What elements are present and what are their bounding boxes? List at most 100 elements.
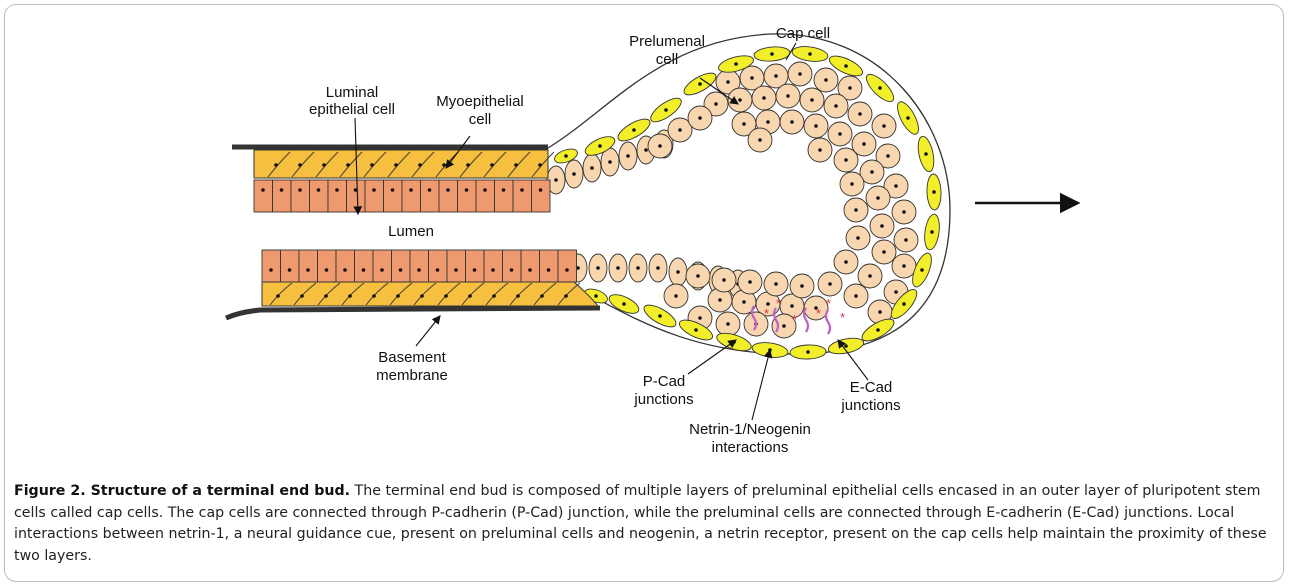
luminal-nucleus-top	[446, 188, 450, 192]
prelumenal-nucleus	[838, 132, 842, 136]
prelumenal-nucleus	[718, 298, 722, 302]
basement-leader	[416, 316, 440, 346]
luminal-cell-top	[476, 180, 495, 212]
prelumenal-nucleus	[894, 290, 898, 294]
prelumenal-nucleus	[810, 98, 814, 102]
cap-nucleus	[698, 82, 702, 86]
myoepithelial-nucleus-top	[538, 163, 542, 167]
prelumenal-nucleus	[904, 238, 908, 242]
duct-top-group	[254, 150, 554, 212]
cap-nucleus	[924, 152, 928, 156]
prelumenal-nucleus	[862, 142, 866, 146]
luminal-nucleus-bottom	[343, 268, 347, 272]
duct-bottom-group	[262, 250, 598, 306]
luminal-nucleus-top	[298, 188, 302, 192]
cap-nucleus	[598, 144, 602, 148]
prelumenal-nucleus	[726, 322, 730, 326]
luminal-cell-bottom	[299, 250, 318, 282]
luminal-nucleus-bottom	[325, 268, 329, 272]
prelumenal-nucleus	[902, 264, 906, 268]
prelumenal-nucleus	[790, 304, 794, 308]
label-myo-2: cell	[469, 111, 492, 128]
prelumenal-nucleus	[608, 160, 612, 164]
cap-nucleus	[564, 154, 568, 158]
cap-nucleus	[594, 294, 598, 298]
ecad-junction-marker: *	[792, 312, 797, 327]
label-myo-1: Myoepithelial	[436, 93, 524, 110]
luminal-nucleus-bottom	[269, 268, 273, 272]
prelumenal-nucleus	[848, 86, 852, 90]
luminal-nucleus-top	[465, 188, 469, 192]
myoepithelial-nucleus-bottom	[276, 294, 280, 298]
prelumenal-nucleus	[800, 284, 804, 288]
cap-nucleus	[844, 64, 848, 68]
luminal-cell-top	[273, 180, 292, 212]
prelumenal-nucleus	[894, 184, 898, 188]
luminal-nucleus-top	[428, 188, 432, 192]
prelumenal-nucleus	[636, 266, 640, 270]
prelumenal-nucleus	[882, 250, 886, 254]
cap-nucleus	[930, 230, 934, 234]
luminal-nucleus-top	[317, 188, 321, 192]
myoepithelial-nucleus-bottom	[564, 294, 568, 298]
prelumenal-nucleus	[572, 172, 576, 176]
prelumenal-nucleus	[834, 104, 838, 108]
prelumenal-nucleus	[698, 316, 702, 320]
cap-nucleus	[770, 52, 774, 56]
prelumenal-nucleus	[786, 94, 790, 98]
prelumenal-nucleus	[696, 274, 700, 278]
prelumenal-nucleus	[818, 148, 822, 152]
prelumenal-nucleus	[880, 224, 884, 228]
label-prelumenal-2: cell	[656, 51, 679, 68]
myoepithelial-nucleus-top	[370, 163, 374, 167]
prelumenal-nucleus	[658, 144, 662, 148]
prelumenal-nucleus	[854, 294, 858, 298]
ecad-junction-marker: *	[764, 306, 769, 321]
prelumenal-nucleus	[790, 120, 794, 124]
prelumenal-nucleus	[774, 74, 778, 78]
luminal-cell-bottom	[355, 250, 374, 282]
prelumenal-nucleus	[698, 116, 702, 120]
myoepithelial-nucleus-top	[346, 163, 350, 167]
luminal-cell-bottom	[281, 250, 300, 282]
cap-nucleus	[876, 328, 880, 332]
prelumenal-nucleus	[714, 102, 718, 106]
prelumenal-nucleus	[766, 120, 770, 124]
figure-caption: Figure 2. Structure of a terminal end bu…	[14, 481, 1276, 567]
luminal-cell-bottom	[558, 250, 577, 282]
prelumenal-nucleus	[596, 266, 600, 270]
prelumenal-nucleus	[850, 182, 854, 186]
netrin-neogenin-marker	[826, 310, 830, 334]
prelumenal-nucleus	[856, 236, 860, 240]
luminal-cell-bottom	[429, 250, 448, 282]
luminal-nucleus-top	[409, 188, 413, 192]
prelumenal-nucleus	[726, 80, 730, 84]
luminal-cell-bottom	[540, 250, 559, 282]
luminal-cell-top	[347, 180, 366, 212]
prelumenal-nucleus	[814, 124, 818, 128]
luminal-cell-bottom	[503, 250, 522, 282]
label-cap-cell: Cap cell	[776, 25, 830, 42]
label-ecad-1: E-Cad	[850, 379, 893, 396]
myoepithelial-nucleus-top	[418, 163, 422, 167]
label-luminal-2: epithelial cell	[309, 101, 395, 118]
luminal-nucleus-top	[372, 188, 376, 192]
myoepithelial-nucleus-bottom	[444, 294, 448, 298]
cap-nucleus	[632, 128, 636, 132]
luminal-cell-top	[254, 180, 273, 212]
luminal-cell-bottom	[318, 250, 337, 282]
luminal-cell-bottom	[484, 250, 503, 282]
prelumenal-nucleus	[676, 270, 680, 274]
luminal-nucleus-bottom	[510, 268, 514, 272]
prelumenal-nucleus	[782, 324, 786, 328]
prelumenal-nucleus	[774, 282, 778, 286]
prelumenal-nucleus	[798, 72, 802, 76]
label-netrin-1: Netrin-1/Neogenin	[689, 421, 811, 438]
prelumenal-nucleus	[590, 166, 594, 170]
luminal-cell-top	[365, 180, 384, 212]
luminal-nucleus-bottom	[399, 268, 403, 272]
terminal-end-bud-diagram: ****** Prelumenal cell Cap cell Luminal …	[0, 0, 1290, 480]
luminal-cell-top	[402, 180, 421, 212]
luminal-cell-top	[439, 180, 458, 212]
label-lumen: Lumen	[388, 223, 434, 240]
